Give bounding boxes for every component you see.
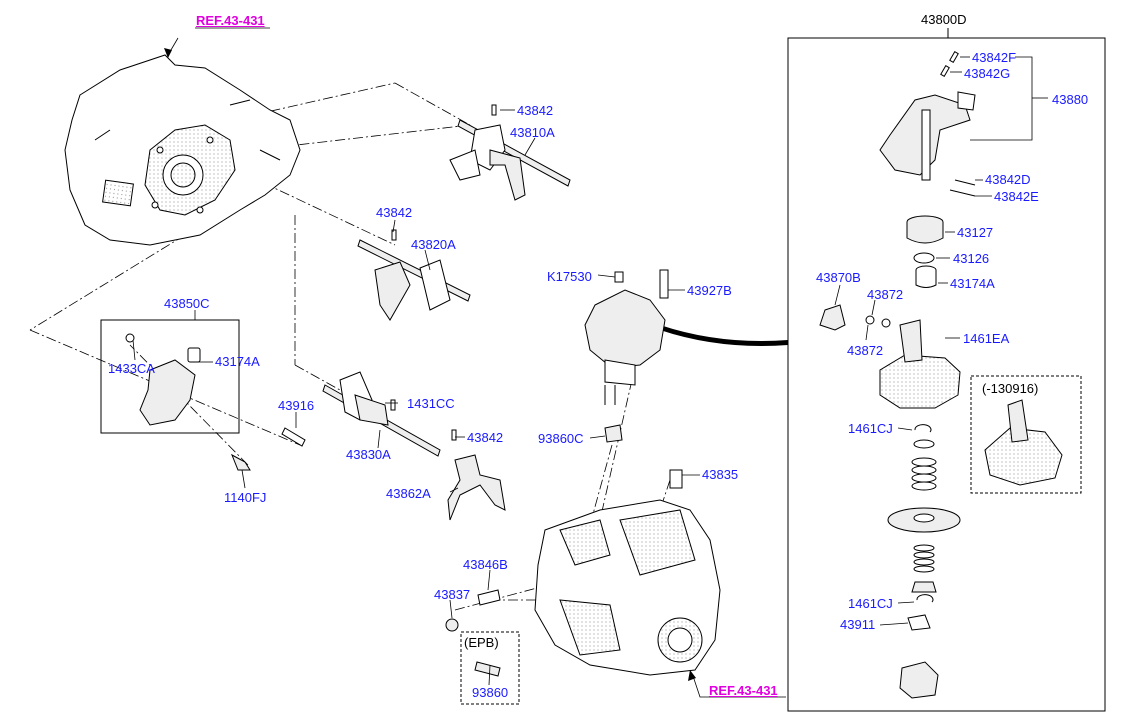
- part-label[interactable]: 1461CJ: [848, 596, 893, 611]
- part-label[interactable]: 43911: [840, 617, 876, 632]
- kit-parts: [819, 50, 1063, 699]
- kit-title: 43800D: [921, 12, 967, 27]
- part-label[interactable]: 43880: [1052, 92, 1089, 107]
- part-label[interactable]: 93860: [472, 685, 509, 700]
- part-label[interactable]: 43174A: [950, 276, 995, 291]
- ref-arrow-bottom: [688, 670, 696, 681]
- part-label[interactable]: 1140FJ: [224, 490, 267, 505]
- bolt-parts: [231, 427, 306, 471]
- transmission-case-left: [64, 54, 301, 246]
- part-label[interactable]: 1431CC: [407, 396, 455, 411]
- epb-title: (EPB): [464, 635, 499, 650]
- epb-switch: [474, 661, 501, 677]
- kit-box: [787, 37, 1106, 712]
- part-label[interactable]: 43842: [467, 430, 504, 445]
- part-label[interactable]: 43820A: [411, 237, 456, 252]
- part-label[interactable]: K17530: [547, 269, 592, 284]
- shift-fork-43810a: [449, 104, 571, 201]
- shift-fork-43820a: [357, 229, 471, 321]
- part-label[interactable]: 43810A: [510, 125, 555, 140]
- variant-box: [970, 375, 1082, 494]
- reference-link-top[interactable]: REF.43-431: [196, 13, 265, 28]
- part-label[interactable]: 43916: [278, 398, 315, 413]
- part-label[interactable]: 43126: [953, 251, 990, 266]
- part-label[interactable]: 43837: [434, 587, 471, 602]
- variant-title: (-130916): [982, 381, 1039, 396]
- shift-fork-43862a: [447, 429, 506, 521]
- transmission-case-bottom: [534, 469, 721, 676]
- part-label[interactable]: 43870B: [816, 270, 861, 285]
- part-label[interactable]: 43842D: [985, 172, 1031, 187]
- part-label[interactable]: 43835: [702, 467, 739, 482]
- part-label[interactable]: 43127: [957, 225, 994, 240]
- part-label[interactable]: 43842E: [994, 189, 1039, 204]
- part-label[interactable]: 43830A: [346, 447, 391, 462]
- switch-parts: [445, 589, 501, 632]
- part-label[interactable]: 43842G: [964, 66, 1011, 81]
- shift-tower-center: [584, 269, 669, 443]
- part-label[interactable]: 43174A: [215, 354, 260, 369]
- part-label[interactable]: 43842F: [972, 50, 1017, 65]
- shift-rail-43830a: [322, 371, 441, 457]
- part-label[interactable]: 43872: [867, 287, 904, 302]
- part-label[interactable]: 1461CJ: [848, 421, 893, 436]
- part-label[interactable]: 1461EA: [963, 331, 1010, 346]
- part-label[interactable]: 43927B: [687, 283, 732, 298]
- part-label[interactable]: 43862A: [386, 486, 431, 501]
- reference-link-bottom[interactable]: REF.43-431: [709, 683, 778, 698]
- lever-bracket-box: [100, 319, 240, 434]
- part-label[interactable]: 43872: [847, 343, 884, 358]
- lever-bracket-43850c: [125, 333, 201, 426]
- part-label[interactable]: 93860C: [538, 431, 584, 446]
- label-leaders: [132, 27, 1048, 698]
- ref-arrow-top: [164, 48, 172, 58]
- part-label[interactable]: 43842: [517, 103, 554, 118]
- kit-leader: [660, 325, 788, 346]
- part-label[interactable]: 43842: [376, 205, 413, 220]
- part-label[interactable]: 1433CA: [108, 361, 155, 376]
- part-label[interactable]: 43846B: [463, 557, 508, 572]
- part-label[interactable]: 43850C: [164, 296, 210, 311]
